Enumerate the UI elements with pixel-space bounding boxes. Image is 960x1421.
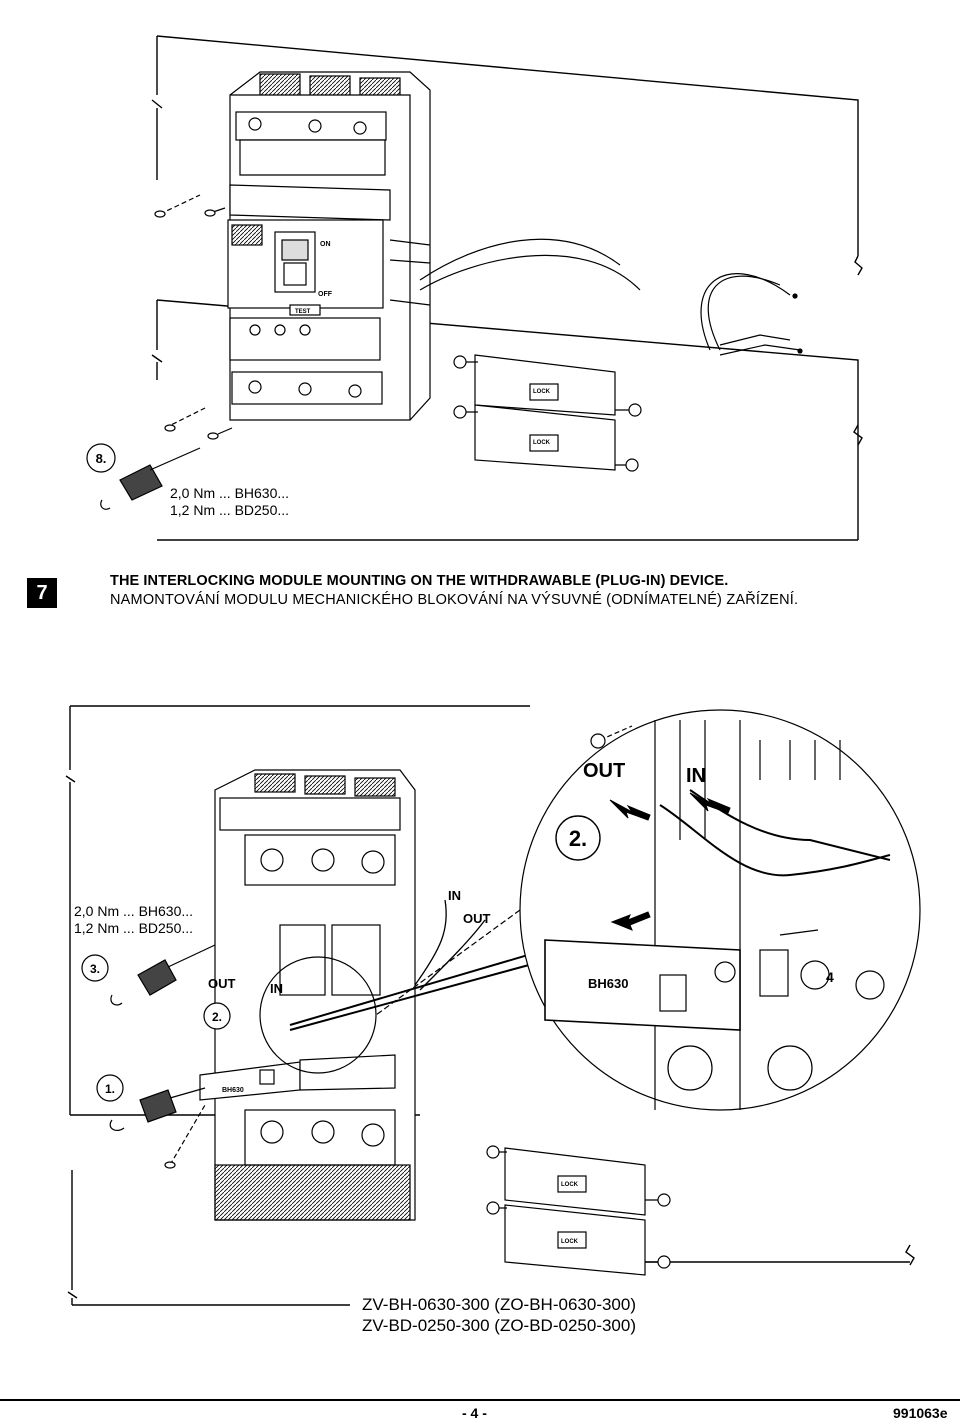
torque-line-bd250: 1,2 Nm ... BD250... (170, 502, 290, 518)
breaker-markings: ON OFF TEST (295, 241, 333, 315)
interlock-modules-fig1 (453, 354, 642, 472)
torque-line-bd250: 1,2 Nm ... BD250... (74, 920, 194, 936)
direction-arrows (609, 792, 731, 931)
torque-line-bh630: 2,0 Nm ... BH630... (170, 485, 290, 501)
in-label-cable: IN (448, 888, 461, 903)
out-label-small: OUT (208, 976, 236, 991)
bowden-cables (419, 238, 803, 356)
off-marking: OFF (318, 291, 333, 298)
order-code-bh: ZV-BH-0630-300 (ZO-BH-0630-300) (362, 1295, 637, 1314)
lock-label: LOCK (533, 440, 551, 446)
section-title-en: THE INTERLOCKING MODULE MOUNTING ON THE … (110, 573, 729, 589)
step-2-label: 2. (212, 1010, 222, 1024)
detail-out-label: OUT (583, 760, 625, 782)
step-8-circle (86, 443, 116, 473)
in-label-small: IN (270, 981, 283, 996)
page-number: - 4 - (462, 1405, 487, 1421)
circuit-breaker-front (227, 71, 431, 421)
plug-in-base (214, 769, 416, 1221)
mounting-screws-top (154, 194, 233, 440)
lock-label: LOCK (561, 1182, 579, 1188)
order-code-bd: ZV-BD-0250-300 (ZO-BD-0250-300) (362, 1316, 637, 1335)
step-1-circle (96, 1074, 124, 1102)
screwdriver-step3 (110, 944, 216, 1006)
step-2-circle (203, 1002, 231, 1030)
screwdriver-step1 (109, 1087, 206, 1169)
order-codes: ZV-BH-0630-300 (ZO-BH-0630-300) ZV-BD-02… (362, 1294, 636, 1336)
detail-bh630-label: BH630 (588, 976, 628, 991)
screwdriver-step8 (100, 447, 201, 510)
interlock-modules-fig2 (486, 1145, 671, 1276)
section-number: 7 (36, 581, 48, 604)
bh630-label-small: BH630 (222, 1087, 244, 1094)
torque-line-bh630: 2,0 Nm ... BH630... (74, 903, 194, 919)
lock-label: LOCK (561, 1239, 579, 1245)
detail-terminal-4: 4 (826, 969, 834, 985)
out-label-cable: OUT (463, 911, 491, 926)
lock-markings-fig1: LOCK LOCK (533, 389, 551, 446)
torque-spec-step8: 2,0 Nm ... BH630... 1,2 Nm ... BD250... (170, 485, 289, 519)
section-number-box: 7 (27, 578, 57, 608)
step-1-label: 1. (105, 1082, 115, 1096)
step-3-circle (81, 954, 109, 982)
lock-label: LOCK (533, 389, 551, 395)
detail-step-2-label: 2. (569, 826, 587, 851)
detail-in-label: IN (686, 765, 706, 787)
on-marking: ON (320, 241, 331, 248)
section-title-cz: NAMONTOVÁNÍ MODULU MECHANICKÉHO BLOKOVÁN… (110, 592, 799, 608)
lock-markings-fig2: LOCK LOCK (561, 1182, 579, 1245)
document-code: 991063e (893, 1405, 948, 1421)
footer-rule (0, 1399, 960, 1401)
test-marking: TEST (295, 309, 311, 315)
detail-step-2-circle (555, 815, 601, 861)
module-on-base (199, 1054, 396, 1101)
step-8-label: 8. (96, 451, 107, 466)
panel-plane-top (151, 35, 863, 276)
cables-fig2 (289, 899, 546, 1031)
step-3-label: 3. (90, 962, 100, 976)
torque-spec-fig2: 2,0 Nm ... BH630... 1,2 Nm ... BD250... (74, 903, 193, 937)
